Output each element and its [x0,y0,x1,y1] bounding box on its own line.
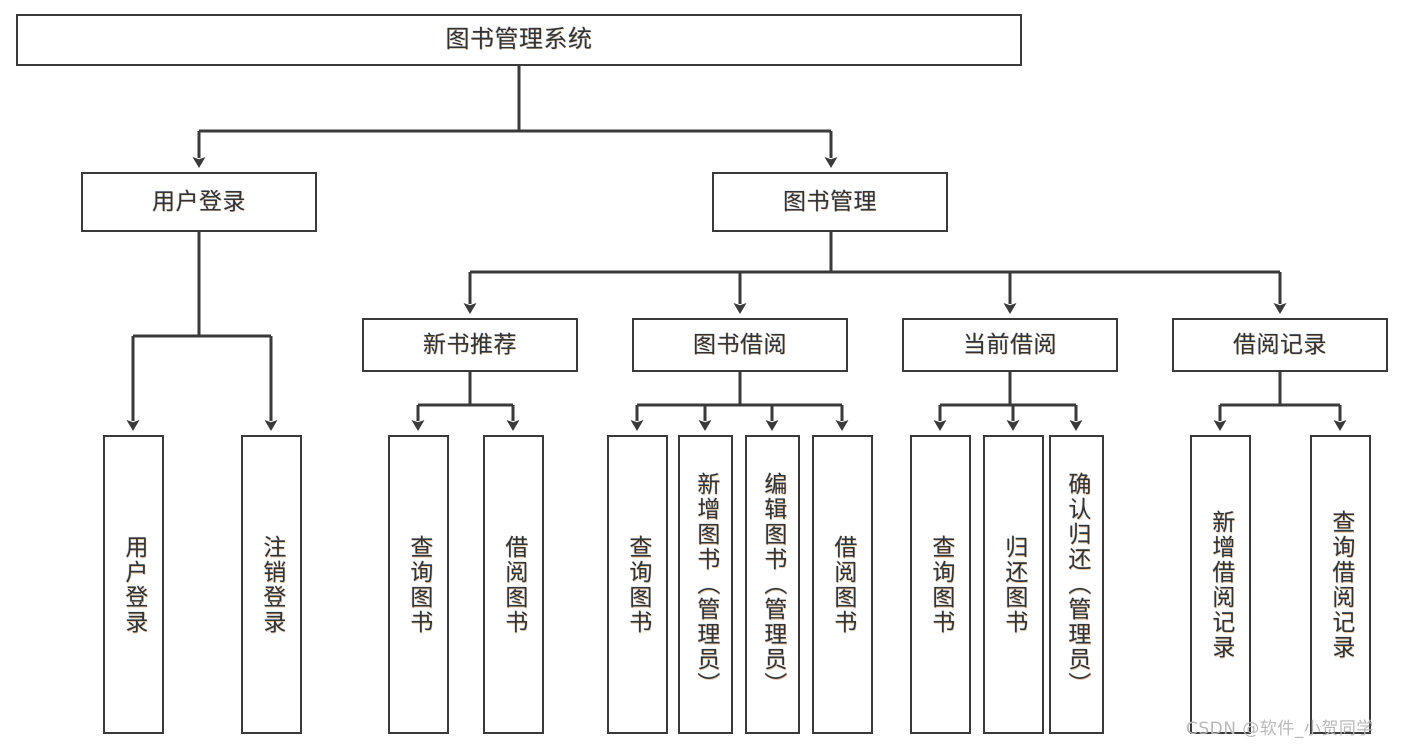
leaf-query-book-1[interactable]: 查询图书 [388,435,449,734]
node-book-manage-label: 图书管理 [783,188,877,215]
leaf-logout-label: 注销登录 [258,534,285,635]
leaf-return-book-label: 归还图书 [1000,534,1027,635]
leaf-user-login-label: 用户登录 [120,534,147,635]
leaf-query-borrow-record[interactable]: 查询借阅记录 [1310,435,1371,734]
node-user-login-label: 用户登录 [152,188,246,215]
leaf-add-borrow-record-label: 新增借阅记录 [1207,509,1234,660]
leaf-borrow-book-2[interactable]: 借阅图书 [812,435,873,734]
node-borrow-record[interactable]: 借阅记录 [1172,318,1388,372]
leaf-edit-book[interactable]: 编辑图书（管理员） [745,435,800,734]
node-user-login[interactable]: 用户登录 [81,172,317,232]
leaf-add-book-label: 新增图书（管理员） [692,472,719,697]
node-new-book-recommend-label: 新书推荐 [423,331,517,358]
csdn-watermark: CSDN @软件_小贺同学 [1186,719,1374,739]
leaf-query-borrow-record-label: 查询借阅记录 [1327,509,1354,660]
leaf-query-book-3[interactable]: 查询图书 [910,435,971,734]
node-current-borrow-label: 当前借阅 [963,331,1057,358]
leaf-logout[interactable]: 注销登录 [241,435,302,734]
leaf-add-borrow-record[interactable]: 新增借阅记录 [1190,435,1251,734]
leaf-query-book-1-label: 查询图书 [405,534,432,635]
leaf-edit-book-label: 编辑图书（管理员） [759,472,786,697]
leaf-return-book[interactable]: 归还图书 [983,435,1044,734]
node-borrow-record-label: 借阅记录 [1233,331,1327,358]
leaf-query-book-3-label: 查询图书 [927,534,954,635]
leaf-borrow-book-2-label: 借阅图书 [829,534,856,635]
leaf-borrow-book-1[interactable]: 借阅图书 [483,435,544,734]
leaf-add-book[interactable]: 新增图书（管理员） [678,435,733,734]
node-book-manage[interactable]: 图书管理 [712,172,948,232]
node-root[interactable]: 图书管理系统 [16,14,1022,66]
leaf-query-book-2[interactable]: 查询图书 [607,435,668,734]
node-book-borrow-label: 图书借阅 [693,331,787,358]
leaf-borrow-book-1-label: 借阅图书 [500,534,527,635]
leaf-confirm-return[interactable]: 确认归还（管理员） [1049,435,1104,734]
node-book-borrow[interactable]: 图书借阅 [632,318,848,372]
leaf-query-book-2-label: 查询图书 [624,534,651,635]
node-current-borrow[interactable]: 当前借阅 [902,318,1118,372]
leaf-user-login[interactable]: 用户登录 [103,435,164,734]
node-new-book-recommend[interactable]: 新书推荐 [362,318,578,372]
leaf-confirm-return-label: 确认归还（管理员） [1063,472,1090,697]
node-root-label: 图书管理系统 [445,25,593,54]
